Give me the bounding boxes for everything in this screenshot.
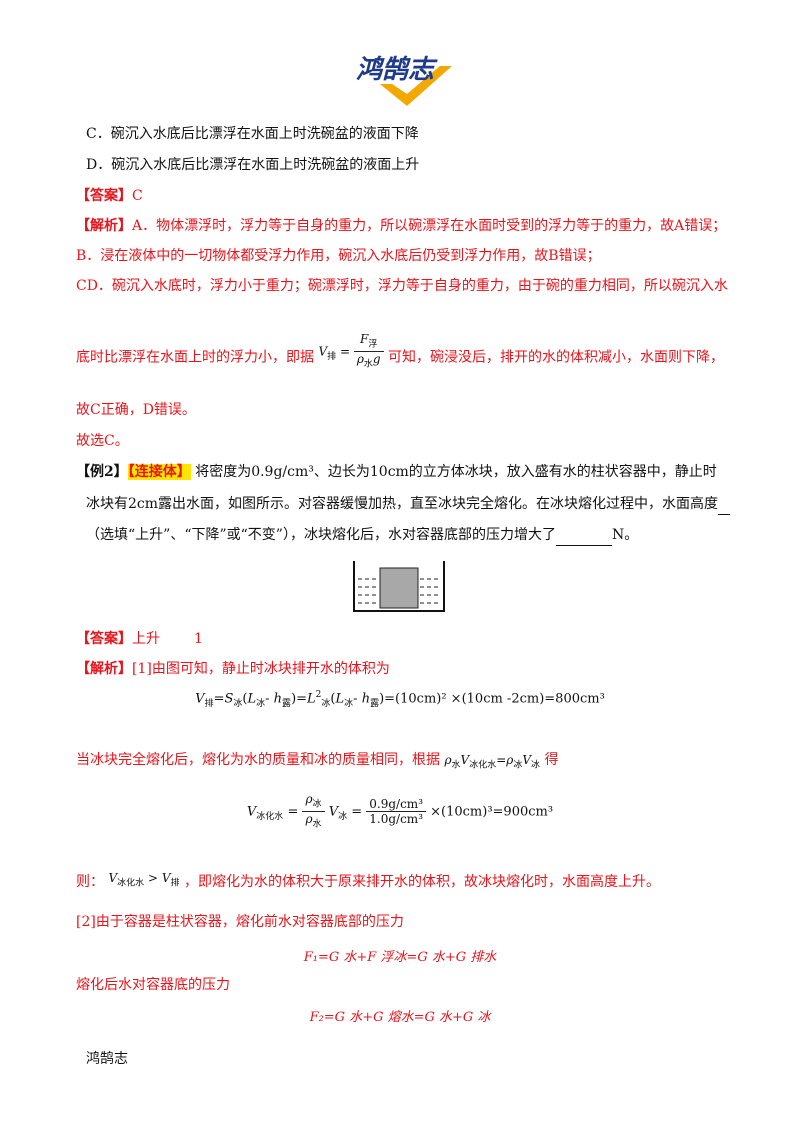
formula-compare: V冰化水 > V排 xyxy=(108,871,180,889)
fraction: F浮 ρ水g xyxy=(353,332,384,372)
example-text-3b: N。 xyxy=(611,527,639,543)
container-wall xyxy=(353,561,445,612)
example-text-2: 冰块有2cm露出水面，如图所示。对容器缓慢加热，直至冰块完全熔化。在冰块熔化过程… xyxy=(86,496,719,512)
equation-1-rest: =(10cm)² ×(10cm -2cm)=800cm³ xyxy=(384,691,605,707)
example-2-line-3: （选填“上升”、“下降”或“不变”），冰块熔化后，水对容器底部的压力增大了 N。 xyxy=(86,525,638,546)
formula-mass-equal: ρ水V冰化水=ρ冰V冰 xyxy=(444,753,541,771)
explanation-1-b: B．浸在液体中的一切物体都受浮力作用，碗沉入水底后仍受到浮力作用，故B错误； xyxy=(76,248,601,264)
answer-2-value-2: 1 xyxy=(194,631,203,647)
explanation-2-after: 熔化后水对容器底的压力 xyxy=(76,977,230,993)
explanation-2-1: 【解析】[1]由图可知，静止时冰块排开水的体积为 xyxy=(76,659,390,679)
brand-logo: 鸿鹄志 xyxy=(356,55,452,106)
answer-value: C xyxy=(132,188,143,204)
choose-line: 故选C。 xyxy=(76,433,129,449)
explanation-1-cd: CD．碗沉入水底时，浮力小于重力；碗漂浮时，浮力等于自身的重力，由于碗的重力相同… xyxy=(76,278,728,294)
example-text-1: 将密度为0.9g/cm³、边长为10cm的立方体冰块，放入盛有水的柱状容器中，静… xyxy=(195,464,717,480)
example-2-line-2: 冰块有2cm露出水面，如图所示。对容器缓慢加热，直至冰块完全熔化。在冰块熔化过程… xyxy=(86,494,731,515)
explanation-1-end: 故C正确，D错误。 xyxy=(76,402,196,418)
option-c: C．碗沉入水底后比漂浮在水面上时洗碗盆的液面下降 xyxy=(86,126,419,142)
page-footer: 鸿鹄志 xyxy=(86,1051,128,1067)
example-2-line-1: 【例2】【连接体】 将密度为0.9g/cm³、边长为10cm的立方体冰块，放入盛… xyxy=(76,462,717,482)
then-line: 则： V冰化水 > V排 ，即熔化为水的体积大于原来排开水的体积，故冰块熔化时，… xyxy=(76,871,660,897)
container-diagram xyxy=(353,561,445,612)
answer-2-value-1: 上升 xyxy=(132,631,160,647)
explanation-text: A．物体漂浮时，浮力等于自身的重力，所以碗漂浮在水面时受到的浮力等于的重力，故A… xyxy=(132,218,727,234)
explanation-2-text: [1]由图可知，静止时冰块排开水的体积为 xyxy=(132,661,390,677)
answer-2-tag: 【答案】 xyxy=(76,631,132,647)
equation-3: F₁=G 水+F 浮冰=G 水+G 排水 xyxy=(303,950,497,965)
topic-highlight: 【连接体】 xyxy=(127,464,191,480)
explanation-melt-a: 当冰块完全熔化后，熔化为水的质量和冰的质量相同，根据 xyxy=(76,752,440,768)
formula-v-displaced: V排 = F浮 ρ水g xyxy=(318,332,384,372)
option-d: D．碗沉入水底后比漂浮在水面上时洗碗盆的液面上升 xyxy=(86,157,420,173)
answer-tag: 【答案】 xyxy=(76,188,132,204)
example-tag: 【例2】 xyxy=(76,464,128,480)
equation-1: V排=S冰(L冰- h露)=L2冰(L冰- h露)=(10cm)² ×(10cm… xyxy=(195,690,605,709)
water-lines xyxy=(358,578,440,604)
answer-1: 【答案】C xyxy=(76,186,143,206)
example-text-3a: （选填“上升”、“下降”或“不变”），冰块熔化后，水对容器底部的压力增大了 xyxy=(86,527,556,543)
explanation-tag: 【解析】 xyxy=(76,218,132,234)
logo-text: 鸿鹄志 xyxy=(356,55,438,85)
equation-2-rest: ×(10cm)³=900cm³ xyxy=(430,804,554,820)
explanation-2-melt: 当冰块完全熔化后，熔化为水的质量和冰的质量相同，根据 ρ水V冰化水=ρ冰V冰 得 xyxy=(76,750,559,775)
blank-1 xyxy=(718,494,731,515)
explanation-2-tag: 【解析】 xyxy=(76,661,132,677)
equation-4: F₂=G 水+G 熔水=G 水+G 冰 xyxy=(309,1010,491,1025)
explanation-bottom-a: 底时比漂浮在水面上时的浮力小，即据 xyxy=(76,349,314,366)
explanation-1-bottom: 底时比漂浮在水面上时的浮力小，即据 V排 = F浮 ρ水g 可知，碗浸没后，排开… xyxy=(76,332,725,378)
then-b: ，即熔化为水的体积大于原来排开水的体积，故冰块熔化时，水面高度上升。 xyxy=(183,874,660,890)
explanation-1-a: 【解析】A．物体漂浮时，浮力等于自身的重力，所以碗漂浮在水面时受到的浮力等于的重… xyxy=(76,216,726,236)
explanation-melt-b: 得 xyxy=(544,752,559,768)
explanation-2-2: [2]由于容器是柱状容器，熔化前水对容器底部的压力 xyxy=(76,914,404,930)
eq2-numerator: 0.9g/cm³ xyxy=(366,797,426,813)
then-a: 则： xyxy=(76,874,104,890)
answer-2: 【答案】上升 1 xyxy=(76,629,203,649)
blank-2 xyxy=(555,525,612,546)
explanation-bottom-b: 可知，碗浸没后，排开的水的体积减小，水面则下降， xyxy=(388,349,725,366)
eq2-denominator: 1.0g/cm³ xyxy=(369,812,423,827)
ice-cube xyxy=(379,567,419,609)
